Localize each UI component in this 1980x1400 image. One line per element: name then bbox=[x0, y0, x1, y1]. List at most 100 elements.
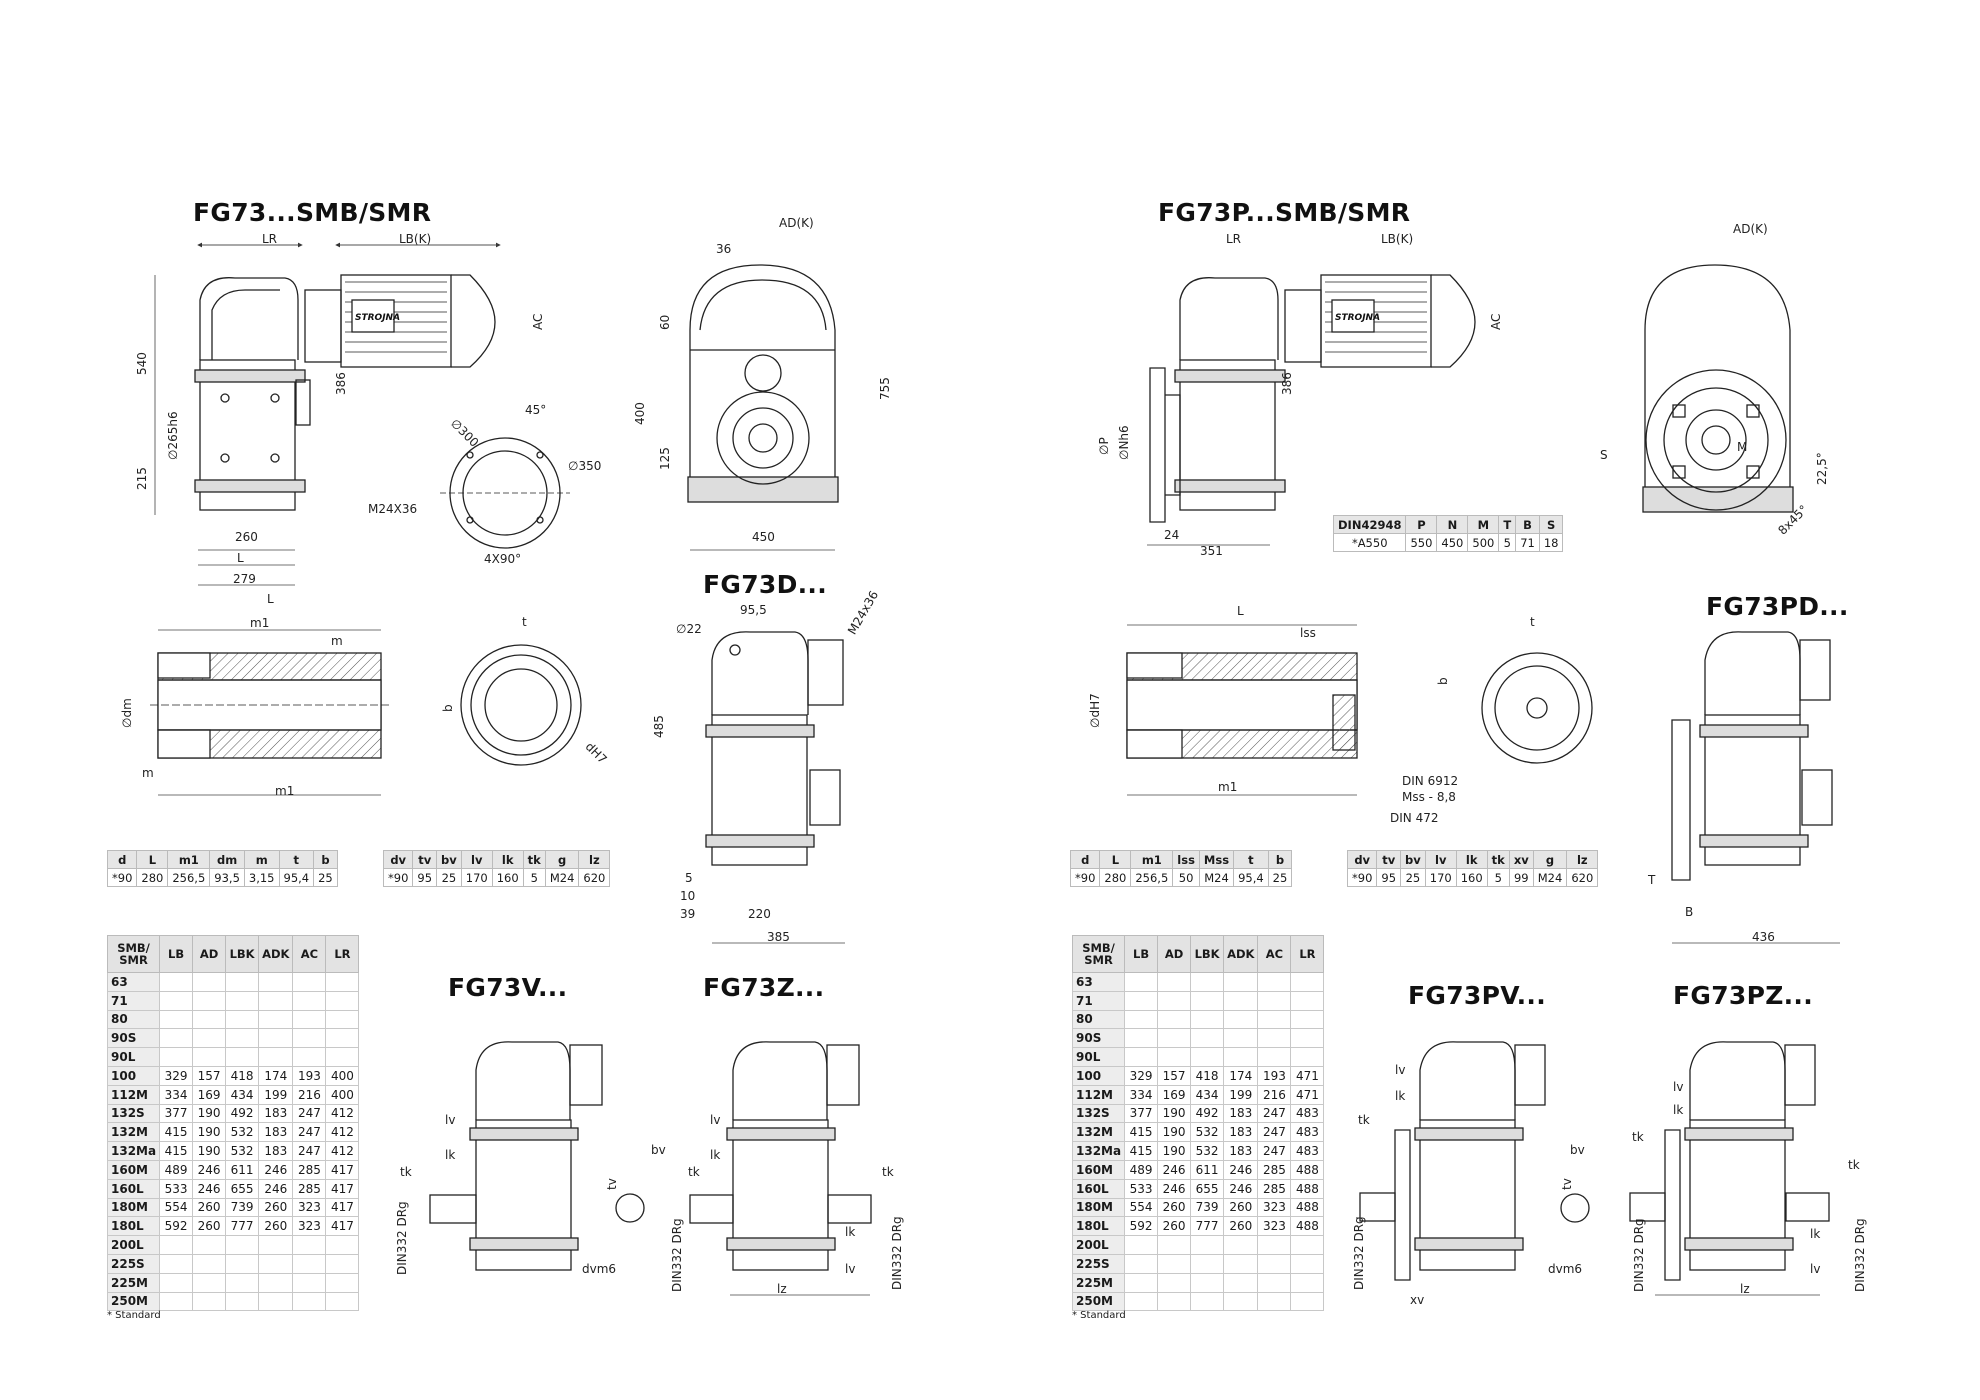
motor-cell bbox=[159, 1235, 194, 1255]
motor-cell bbox=[1124, 990, 1159, 1011]
motor-size: 180L bbox=[1071, 1216, 1126, 1237]
shaft-cell: 256,5 bbox=[1130, 868, 1174, 887]
motor-size: 160L bbox=[1071, 1178, 1126, 1199]
motor-cell: 246 bbox=[1157, 1178, 1192, 1199]
dim-36: 36 bbox=[716, 242, 732, 256]
motor-cell: 533 bbox=[159, 1178, 194, 1199]
flange-hole-pattern bbox=[440, 437, 570, 549]
shaft-cell: M24 bbox=[1198, 868, 1235, 887]
motor-cell: 246 bbox=[1223, 1159, 1259, 1180]
motor-cell: 247 bbox=[292, 1141, 327, 1161]
motor-cell: 260 bbox=[192, 1197, 227, 1218]
dim-450: 450 bbox=[752, 530, 775, 544]
motor-cell: 592 bbox=[1124, 1216, 1159, 1237]
motor-size: 180M bbox=[106, 1197, 161, 1218]
title-fg73: FG73...SMB/SMR bbox=[193, 198, 432, 227]
motor-cell bbox=[1257, 972, 1292, 992]
motor-size: 112M bbox=[1071, 1084, 1126, 1105]
dim-adk-right: AD(K) bbox=[1733, 222, 1768, 236]
fg73d-side-view bbox=[705, 631, 844, 866]
motor-size: 90S bbox=[1071, 1028, 1126, 1049]
motor-size: 132M bbox=[106, 1122, 161, 1143]
dim-386-left: 386 bbox=[334, 372, 348, 395]
motor-cell: 174 bbox=[1223, 1065, 1259, 1086]
title-fg73d: FG73D... bbox=[703, 570, 828, 599]
fg73d-39: 39 bbox=[680, 907, 696, 921]
motor-cell bbox=[192, 990, 227, 1011]
motor-cell: 532 bbox=[225, 1122, 260, 1143]
motor-cell: 415 bbox=[159, 1141, 194, 1161]
shaft-header: t bbox=[1233, 850, 1269, 869]
motor-row: 90L bbox=[1071, 1047, 1325, 1067]
motor-cell: 260 bbox=[258, 1216, 294, 1237]
v-header: lz bbox=[1566, 850, 1599, 869]
shaft-header: b bbox=[313, 850, 338, 869]
motor-row: 250M bbox=[1071, 1291, 1325, 1312]
v-lk: lk bbox=[445, 1148, 456, 1162]
motor-cell bbox=[1290, 972, 1325, 992]
v-cell: 25 bbox=[436, 868, 462, 887]
shaft-end-right bbox=[1481, 652, 1593, 764]
motor-cell bbox=[258, 1291, 294, 1312]
din-6912: DIN 6912 bbox=[1402, 774, 1459, 788]
motor-cell: 323 bbox=[1257, 1216, 1292, 1237]
v-cell: M24 bbox=[1532, 868, 1568, 887]
motor-cell bbox=[192, 972, 227, 992]
motor-header: ADK bbox=[258, 935, 294, 973]
v-header: tk bbox=[1486, 850, 1510, 869]
dim-265h6: ∅265h6 bbox=[166, 411, 180, 460]
shaft-cell: 256,5 bbox=[167, 868, 211, 887]
v-header: g bbox=[1532, 850, 1568, 869]
motor-cell: 417 bbox=[325, 1216, 360, 1237]
motor-cell bbox=[192, 1028, 227, 1049]
pz-lv: lv bbox=[1673, 1080, 1684, 1094]
motor-header: SMB/ SMR bbox=[1071, 935, 1126, 973]
hollow-m-bottom: m bbox=[142, 766, 154, 780]
motor-cell: 247 bbox=[1257, 1103, 1292, 1124]
hollow-m1-right: m1 bbox=[1218, 780, 1238, 794]
shaft-header: d bbox=[106, 850, 138, 869]
motor-cell bbox=[258, 1047, 294, 1067]
motor-cell bbox=[1257, 1272, 1292, 1293]
shaft-header: lss bbox=[1172, 850, 1200, 869]
motor-cell bbox=[325, 1047, 360, 1067]
motor-cell: 592 bbox=[159, 1216, 194, 1237]
motor-cell bbox=[292, 1272, 327, 1293]
v-table-right: dv tv bv lv lk tk xv g lz *90 95 25 170 … bbox=[1346, 850, 1599, 887]
hollow-dm: ∅dm bbox=[120, 698, 134, 728]
motor-cell: 611 bbox=[225, 1159, 260, 1180]
v-header: bv bbox=[1400, 850, 1426, 869]
motor-size: 132S bbox=[1071, 1103, 1126, 1124]
motor-cell: 285 bbox=[1257, 1178, 1292, 1199]
motor-cell: 739 bbox=[1190, 1197, 1225, 1218]
fg73d-5: 5 bbox=[685, 871, 693, 885]
motor-cell: 739 bbox=[225, 1197, 260, 1218]
dim-215: 215 bbox=[135, 467, 149, 490]
v-cell: 5 bbox=[522, 868, 546, 887]
motor-cell: 199 bbox=[258, 1084, 294, 1105]
motor-row: 80 bbox=[106, 1009, 360, 1030]
motor-cell bbox=[1257, 1291, 1292, 1312]
motor-cell: 400 bbox=[325, 1065, 360, 1086]
motor-row: 71 bbox=[1071, 990, 1325, 1011]
motor-row: 80 bbox=[1071, 1009, 1325, 1030]
shaft-cell: 50 bbox=[1172, 868, 1200, 887]
shaft-cell: 3,15 bbox=[243, 868, 280, 887]
motor-row: 63 bbox=[106, 972, 360, 992]
motor-row: 90S bbox=[106, 1028, 360, 1049]
motor-row: 71 bbox=[106, 990, 360, 1011]
v-cell: 95 bbox=[412, 868, 438, 887]
motor-cell bbox=[1124, 1272, 1159, 1293]
fg73p-side-view: STROJNA bbox=[1149, 274, 1476, 523]
hollow-m1-bottom: m1 bbox=[275, 784, 295, 798]
flange-cell: 18 bbox=[1538, 533, 1564, 552]
shaft-header: L bbox=[136, 850, 169, 869]
hollow-l-left: L bbox=[267, 592, 274, 606]
z-din-right: DIN332 DRg bbox=[890, 1216, 904, 1290]
v-header: tv bbox=[1376, 850, 1402, 869]
motor-header: ADK bbox=[1223, 935, 1259, 973]
